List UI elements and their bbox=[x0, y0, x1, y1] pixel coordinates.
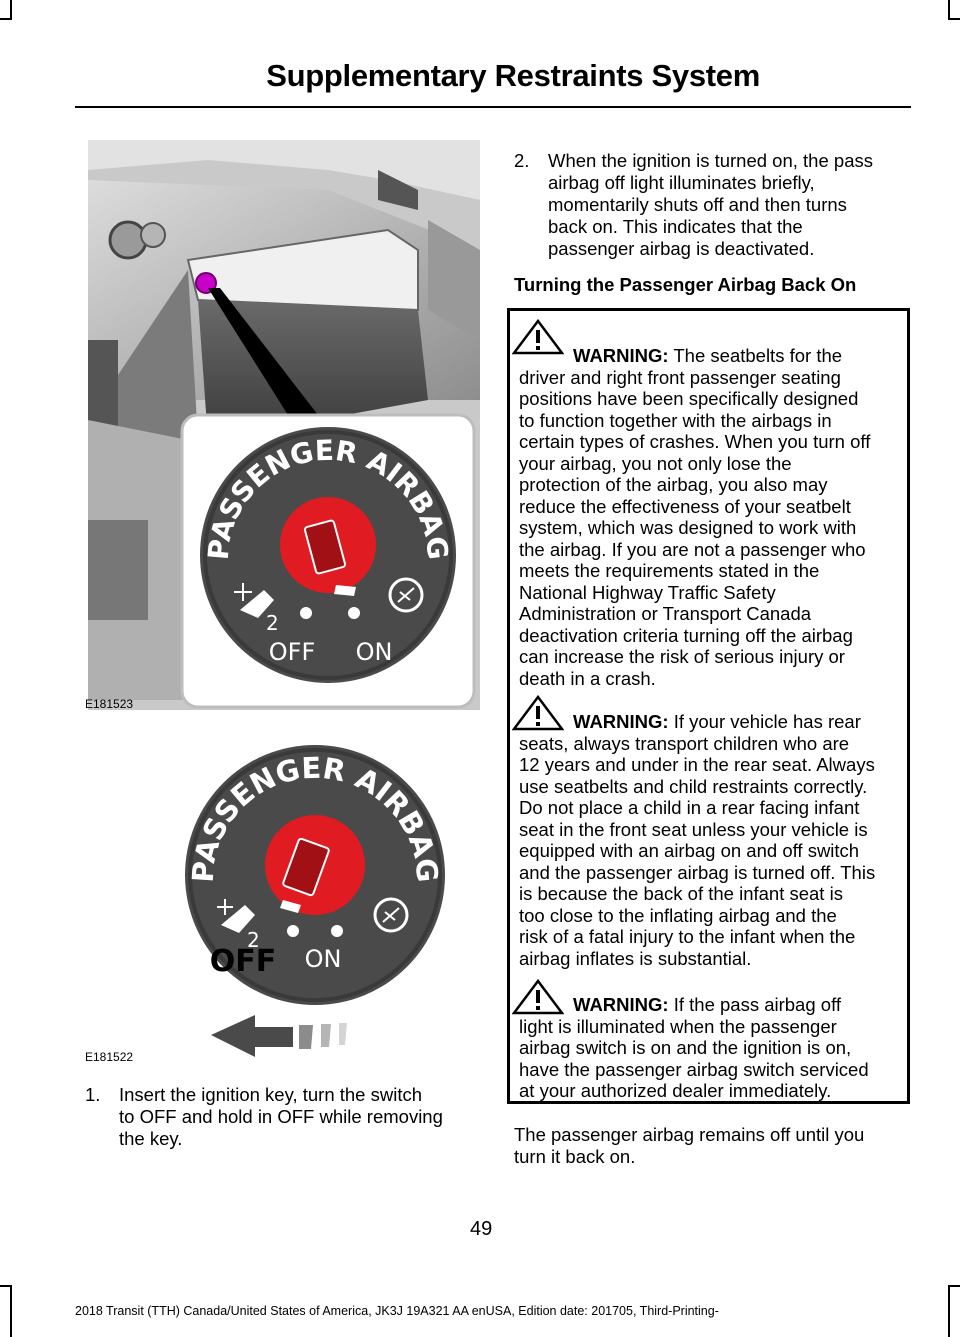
crop-mark bbox=[948, 0, 950, 20]
figure-code: E181522 bbox=[85, 1050, 134, 1064]
crop-mark bbox=[0, 1285, 12, 1287]
off-label: OFF bbox=[269, 638, 316, 666]
crop-mark bbox=[948, 1285, 960, 1287]
on-label: ON bbox=[305, 945, 342, 973]
warning-paragraph: WARNING: If the pass airbag off light is… bbox=[519, 994, 869, 1101]
crop-mark bbox=[10, 0, 12, 20]
svg-text:2: 2 bbox=[247, 928, 260, 952]
arrow-left-icon bbox=[211, 1015, 293, 1057]
crop-mark bbox=[10, 1285, 12, 1337]
warning-box: WARNING: The seatbelts for the driver an… bbox=[507, 308, 910, 1104]
svg-text:2: 2 bbox=[266, 611, 279, 635]
dashboard-illustration: PASSENGER AIRBAG 2 OFF ON bbox=[88, 140, 480, 710]
title-divider bbox=[75, 106, 911, 108]
step-number: 2. bbox=[514, 150, 530, 171]
figure-switch-off: PASSENGER AIRBAG 2 OFF ON bbox=[155, 735, 480, 1065]
step-2: 2. When the ignition is turned on, the p… bbox=[514, 150, 873, 259]
figure-code: E181523 bbox=[85, 697, 134, 711]
step-1: 1. Insert the ignition key, turn the swi… bbox=[85, 1084, 443, 1149]
page-title: Supplementary Restraints System bbox=[266, 58, 760, 93]
section-subheading: Turning the Passenger Airbag Back On bbox=[514, 274, 857, 295]
warning-icon bbox=[512, 979, 564, 1015]
crop-mark bbox=[948, 18, 960, 20]
page-number: 49 bbox=[470, 1218, 493, 1240]
warning-paragraph: WARNING: The seatbelts for the driver an… bbox=[519, 345, 871, 689]
crop-mark bbox=[948, 1285, 950, 1337]
on-label: ON bbox=[356, 638, 393, 666]
step-number: 1. bbox=[85, 1084, 101, 1105]
off-label: OFF bbox=[210, 944, 277, 979]
warning-paragraph: WARNING: If your vehicle has rear seats,… bbox=[519, 711, 876, 969]
crop-mark bbox=[0, 18, 12, 20]
warning-icon bbox=[512, 695, 564, 731]
footer-text: 2018 Transit (TTH) Canada/United States … bbox=[75, 1304, 719, 1318]
airbag-switch-illustration: PASSENGER AIRBAG 2 OFF ON bbox=[185, 745, 445, 1057]
body-paragraph: The passenger airbag remains off until y… bbox=[514, 1124, 865, 1167]
warning-icon bbox=[512, 319, 564, 355]
figure-dashboard-switch-location: PASSENGER AIRBAG 2 OFF ON bbox=[88, 140, 480, 710]
